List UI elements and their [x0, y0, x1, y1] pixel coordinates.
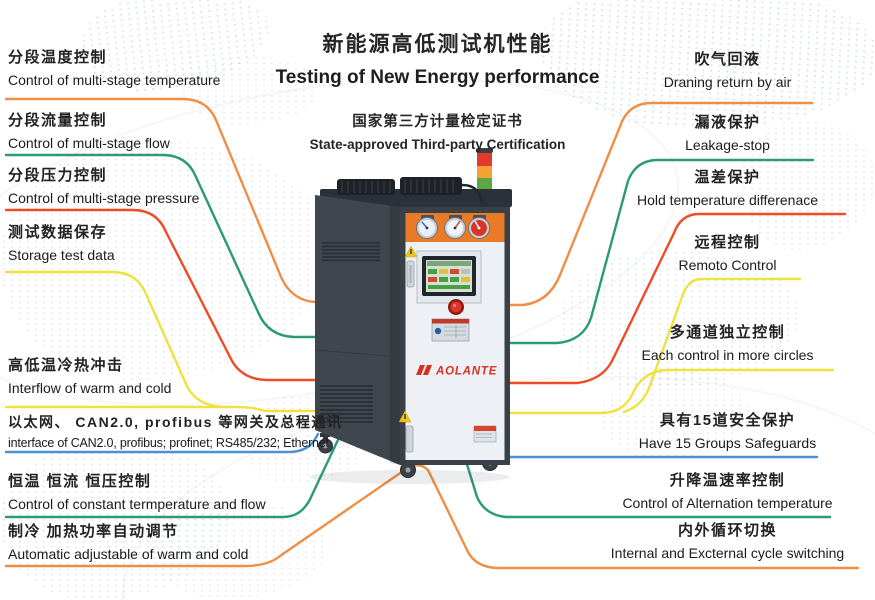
- caster: [318, 433, 333, 454]
- condenser-fans: [320, 177, 512, 207]
- side-shading: [390, 206, 400, 465]
- feature-multi-stage-flow: 分段流量控制 Control of multi-stage flow: [8, 112, 170, 151]
- feature-temperature-difference: 温差保护 Hold temperature differenace: [636, 169, 819, 208]
- page-title-zh: 新能源高低测试机性能: [322, 33, 553, 56]
- line-right-draning: [496, 101, 814, 307]
- feature-draning: 吹气回液 Draning return by air: [663, 51, 792, 90]
- line-left-interface: [4, 432, 320, 454]
- rating-label: [473, 425, 497, 443]
- warning-icon: [404, 245, 418, 258]
- feature-multi-channel: 多通道独立控制 Each control in more circles: [641, 324, 814, 363]
- feature-cycle-switching: 内外循环切换 Internal and Excternal cycle swit…: [610, 522, 845, 561]
- side-louvers-bottom: [320, 385, 373, 423]
- feature-interface: 以太网、 CAN2.0, profibus 等网关及总程通讯 interface…: [8, 414, 343, 450]
- gauge-icon: [444, 217, 466, 239]
- warning-icon: [398, 410, 412, 423]
- feature-safeguards: 具有15道安全保护 Have 15 Groups Safeguards: [638, 412, 817, 451]
- line-left-flow: [4, 153, 322, 339]
- tower-cable: [461, 183, 484, 204]
- gauge-icon: [416, 217, 438, 239]
- line-adjust-cycle: [4, 464, 860, 570]
- hmi-touchscreen: [416, 250, 482, 304]
- feature-leakage-stop: 漏液保护 Leakage-stop: [685, 114, 770, 153]
- gauge-icon: [468, 217, 490, 239]
- feature-rate-control: 升降温速率控制 Control of Alternation temperatu…: [622, 472, 833, 511]
- emergency-stop-button: [448, 299, 464, 315]
- brand-text: AOLANTE: [435, 366, 497, 378]
- title-block: 新能源高低测试机性能 Testing of New Energy perform…: [0, 28, 875, 152]
- feature-multi-stage-temperature: 分段温度控制 Control of multi-stage temperatur…: [8, 49, 221, 88]
- chiller-machine: AOLANTE: [310, 148, 512, 484]
- door-handle: [405, 425, 414, 453]
- subtitle-zh: 国家第三方计量检定证书: [352, 114, 523, 130]
- side-louvers-top: [322, 242, 380, 262]
- spec-plate: [431, 318, 470, 342]
- page-title-en: Testing of New Energy performance: [275, 67, 600, 88]
- feature-interflow: 高低温冷热冲击 Interflow of warm and cold: [8, 357, 172, 396]
- feature-storage-test-data: 测试数据保存 Storage test data: [8, 224, 115, 263]
- line-left-temperature: [4, 97, 322, 304]
- line-right-leakage: [496, 158, 815, 345]
- line-right-channels: [476, 368, 835, 415]
- feature-remote-control: 远程控制 Remoto Control: [678, 234, 777, 273]
- line-left-pressure: [4, 208, 322, 382]
- line-left-storage: [4, 270, 224, 409]
- brand-logo: AOLANTE: [416, 365, 497, 378]
- subtitle-en: State-approved Third-party Certification: [309, 137, 566, 152]
- feature-auto-adjust: 制冷 加热功率自动调节 Automatic adjustable of warm…: [8, 523, 249, 562]
- feature-constant-control: 恒温 恒流 恒压控制 Control of constant termperat…: [8, 473, 266, 512]
- line-right-difference: [496, 212, 847, 385]
- pressure-gauges: [416, 215, 490, 239]
- line-left-interflow: [4, 405, 334, 413]
- line-right-remote: [622, 277, 802, 414]
- feature-multi-stage-pressure: 分段压力控制 Control of multi-stage pressure: [8, 167, 200, 206]
